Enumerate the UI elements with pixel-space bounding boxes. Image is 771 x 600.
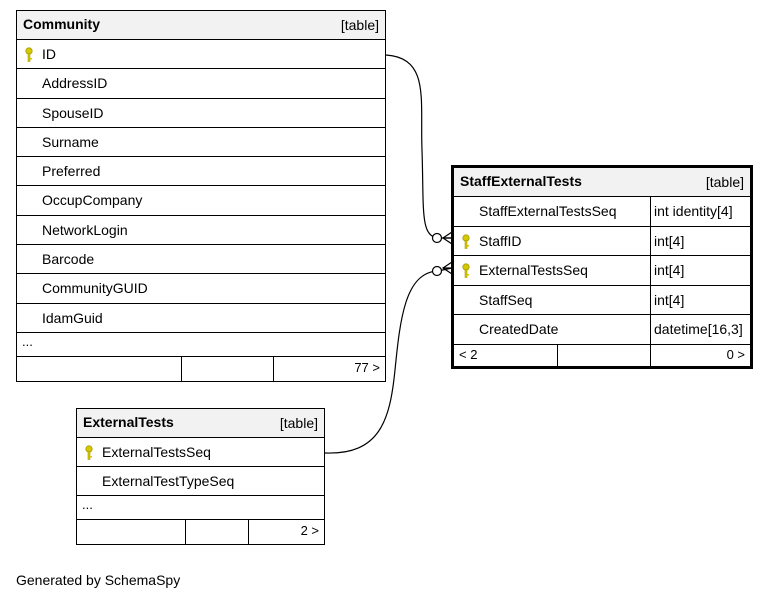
zero-cardinality-marker xyxy=(431,265,443,277)
column-row[interactable]: NetworkLogin xyxy=(17,216,385,246)
column-type: int[4] xyxy=(654,291,685,308)
column-row[interactable]: StaffID int[4] xyxy=(454,226,750,256)
externaltests-to-staffexternaltests-line xyxy=(324,267,453,454)
column-type: int[4] xyxy=(654,262,685,278)
column-name: ExternalTestsSeq xyxy=(479,262,588,278)
column-row[interactable]: CommunityGUID xyxy=(17,274,385,304)
column-row[interactable]: Preferred xyxy=(17,157,385,187)
table-footer: < 2 0 > xyxy=(454,344,750,367)
more-columns-ellipsis: ... xyxy=(77,496,324,520)
column-name: SpouseID xyxy=(42,104,104,121)
key-icon xyxy=(85,445,93,460)
staffexternaltests-table[interactable]: StaffExternalTests [table] StaffExternal… xyxy=(451,165,753,369)
column-row[interactable]: ID xyxy=(17,40,385,70)
table-name[interactable]: ExternalTests xyxy=(83,414,174,430)
column-row[interactable]: IdamGuid xyxy=(17,304,385,333)
community-to-staffexternaltests-line xyxy=(385,54,452,239)
crowfoot-marker xyxy=(441,231,453,245)
column-name: CreatedDate xyxy=(479,321,559,337)
more-columns-ellipsis: ... xyxy=(17,333,385,357)
table-footer: 2 > xyxy=(77,520,324,544)
column-name: Preferred xyxy=(42,163,101,180)
column-name: NetworkLogin xyxy=(42,221,128,238)
table-kind: [table] xyxy=(279,415,318,431)
column-row[interactable]: StaffSeq int[4] xyxy=(454,285,750,315)
column-name: ExternalTestsSeq xyxy=(102,444,211,460)
column-row[interactable]: ExternalTestsSeq int[4] xyxy=(454,256,750,286)
column-name: ExternalTestTypeSeq xyxy=(102,473,235,489)
column-name: StaffExternalTestsSeq xyxy=(479,203,617,219)
parents-count[interactable]: < 2 xyxy=(459,346,478,362)
community-table[interactable]: Community [table] ID AddressID SpouseID Sur… xyxy=(16,10,386,382)
column-row[interactable]: ExternalTestTypeSeq xyxy=(77,467,324,496)
table-name[interactable]: StaffExternalTests xyxy=(460,173,582,189)
key-icon xyxy=(462,233,470,249)
table-footer: 77 > xyxy=(17,356,385,381)
children-count[interactable]: 2 > xyxy=(300,523,319,538)
zero-cardinality-marker xyxy=(431,232,443,244)
column-type: int identity[4] xyxy=(654,203,733,219)
column-name: CommunityGUID xyxy=(42,280,148,297)
staffexternaltests-table-header[interactable]: StaffExternalTests [table] xyxy=(454,168,750,197)
table-kind: [table] xyxy=(340,17,379,33)
column-type: int[4] xyxy=(654,232,685,249)
column-row[interactable]: ExternalTestsSeq xyxy=(77,438,324,467)
crowfoot-marker xyxy=(441,261,453,275)
table-kind: [table] xyxy=(705,174,744,190)
key-icon xyxy=(25,47,33,62)
column-name: Barcode xyxy=(42,251,95,268)
column-row[interactable]: AddressID xyxy=(17,69,385,99)
children-count[interactable]: 0 > xyxy=(726,346,745,362)
generated-by-footer[interactable]: Generated by SchemaSpy xyxy=(16,572,181,588)
column-row[interactable]: SpouseID xyxy=(17,99,385,128)
column-row[interactable]: CreatedDate datetime[16,3] xyxy=(454,315,750,345)
column-type: datetime[16,3] xyxy=(654,321,743,337)
column-name: IdamGuid xyxy=(42,309,103,326)
column-name: ID xyxy=(42,46,56,62)
column-name: Surname xyxy=(42,133,99,150)
column-name: OccupCompany xyxy=(42,192,143,209)
column-row[interactable]: OccupCompany xyxy=(17,186,385,216)
column-name: AddressID xyxy=(42,75,108,92)
column-row[interactable]: Barcode xyxy=(17,245,385,275)
community-table-header[interactable]: Community [table] xyxy=(17,11,385,40)
column-name: StaffID xyxy=(479,232,522,249)
column-row[interactable]: StaffExternalTestsSeq int identity[4] xyxy=(454,197,750,227)
column-row[interactable]: Surname xyxy=(17,128,385,158)
children-count[interactable]: 77 > xyxy=(354,359,380,375)
table-name[interactable]: Community xyxy=(23,16,100,32)
column-name: StaffSeq xyxy=(479,291,533,308)
key-icon xyxy=(462,263,470,278)
externaltests-table-header[interactable]: ExternalTests [table] xyxy=(77,409,324,438)
